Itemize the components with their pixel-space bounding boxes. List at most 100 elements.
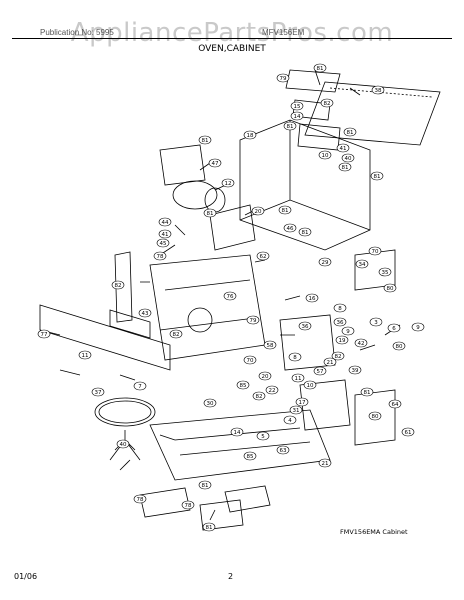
part-callout: 61: [401, 427, 415, 437]
callout-bubble: [198, 480, 212, 490]
callout-bubble: [360, 387, 374, 397]
part-callout: 8: [333, 303, 347, 313]
callout-bubble: [338, 162, 352, 172]
callout-label: 81: [364, 390, 371, 396]
part-callout: 82: [111, 280, 125, 290]
callout-label: 7: [138, 384, 142, 390]
part-callout: 9: [411, 322, 425, 332]
part-callout: 5: [256, 431, 270, 441]
part-callout: 80: [383, 283, 397, 293]
callout-label: 10: [307, 383, 314, 389]
callout-bubble: [133, 494, 147, 504]
part-callout: 64: [388, 399, 402, 409]
part-callout: 79: [276, 73, 290, 83]
callout-bubble: [283, 121, 297, 131]
callout-label: 81: [282, 208, 289, 214]
callout-bubble: [202, 522, 216, 532]
callout-bubble: [288, 352, 302, 362]
turntable-ring: [94, 397, 156, 427]
callout-bubble: [370, 171, 384, 181]
callout-bubble: [313, 63, 327, 73]
callout-label: 14: [234, 430, 241, 436]
callout-bubble: [336, 143, 350, 153]
callout-label: 46: [287, 226, 294, 232]
callout-bubble: [392, 341, 406, 351]
callout-bubble: [276, 73, 290, 83]
callout-label: 39: [352, 368, 359, 374]
part-callout: 10: [303, 380, 317, 390]
callout-label: 6: [392, 326, 396, 332]
callout-bubble: [333, 317, 347, 327]
part-callout: 81: [343, 127, 357, 137]
callout-bubble: [256, 251, 270, 261]
callout-bubble: [243, 355, 257, 365]
callout-bubble: [295, 397, 309, 407]
callout-label: 63: [280, 448, 287, 454]
part-callout: 85: [243, 451, 257, 461]
callout-bubble: [331, 351, 345, 361]
callout-label: 9: [416, 325, 420, 331]
callout-label: 10: [322, 153, 329, 159]
callout-label: 17: [299, 400, 306, 406]
part-callout: 14: [230, 427, 244, 437]
bottom-cover-right: [224, 485, 271, 513]
part-callout: 81: [360, 387, 374, 397]
callout-bubble: [323, 357, 337, 367]
callout-label: 34: [359, 262, 366, 268]
callout-bubble: [181, 500, 195, 510]
callout-bubble: [169, 329, 183, 339]
callout-label: 5: [261, 434, 265, 440]
part-callout: 4: [283, 415, 297, 425]
callout-label: 64: [392, 402, 399, 408]
callout-label: 80: [387, 286, 394, 292]
callout-label: 82: [335, 354, 342, 360]
part-callout: 63: [276, 445, 290, 455]
publication-label: Publication No: 5995: [40, 28, 114, 37]
part-callout: 11: [78, 350, 92, 360]
callout-bubble: [236, 380, 250, 390]
callout-bubble: [246, 315, 260, 325]
callout-bubble: [368, 246, 382, 256]
callout-label: 80: [396, 344, 403, 350]
left-side-panel: [114, 251, 133, 323]
part-callout: 15: [290, 101, 304, 111]
callout-bubble: [283, 223, 297, 233]
callout-bubble: [37, 329, 51, 339]
callout-label: 79: [250, 318, 257, 324]
callout-bubble: [341, 153, 355, 163]
part-callout: 21: [318, 458, 332, 468]
part-callout: 81: [202, 522, 216, 532]
callout-bubble: [138, 308, 152, 318]
callout-label: 81: [302, 230, 309, 236]
diagram-caption: FMV156EMA Cabinet: [340, 528, 408, 536]
part-callout: 70: [368, 246, 382, 256]
part-callout: 37: [91, 387, 105, 397]
header-rule: [12, 38, 452, 39]
part-callout: 81: [198, 135, 212, 145]
part-callout: 19: [335, 335, 349, 345]
callout-bubble: [251, 206, 265, 216]
front-trim: [39, 304, 171, 371]
callout-bubble: [91, 387, 105, 397]
callout-label: 31: [293, 408, 300, 414]
top-cover: [285, 69, 341, 93]
part-callout: 41: [158, 229, 172, 239]
callout-label: 20: [255, 209, 262, 215]
callout-bubble: [318, 150, 332, 160]
part-callout: 22: [265, 385, 279, 395]
callout-label: 78: [137, 497, 144, 503]
part-callout: 81: [203, 208, 217, 218]
part-callout: 81: [338, 162, 352, 172]
callout-label: 57: [317, 369, 324, 375]
callout-label: 70: [372, 249, 379, 255]
callout-bubble: [291, 373, 305, 383]
callout-label: 81: [287, 124, 294, 130]
callout-bubble: [276, 445, 290, 455]
part-callout: 85: [236, 380, 250, 390]
callout-label: 8: [338, 306, 342, 312]
part-callout: 16: [305, 293, 319, 303]
callout-label: 37: [95, 390, 102, 396]
part-callout: 29: [318, 257, 332, 267]
part-callout: 81: [283, 121, 297, 131]
part-callout: 58: [263, 340, 277, 350]
